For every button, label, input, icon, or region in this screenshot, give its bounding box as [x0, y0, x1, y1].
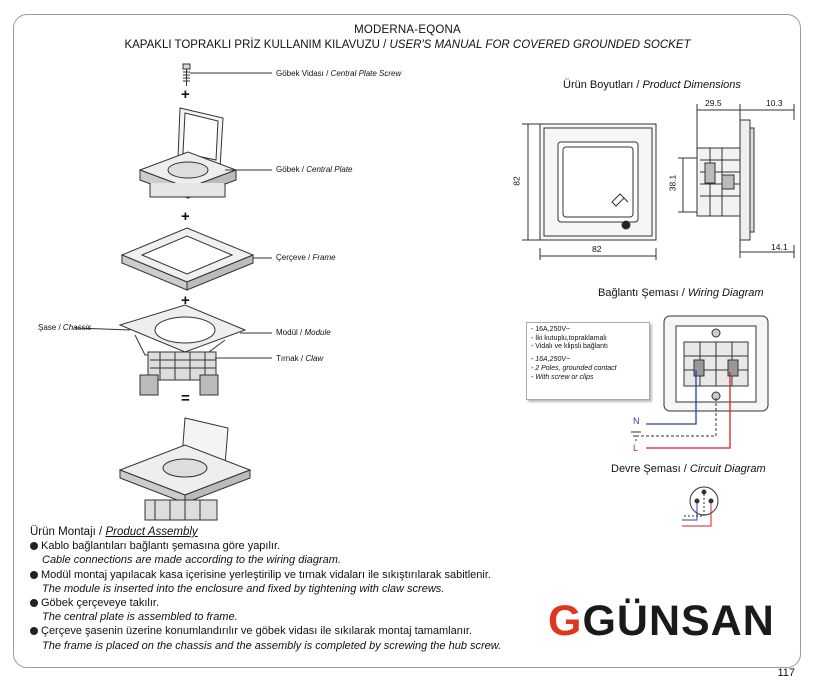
label-chassis: Şase / Chassis	[38, 323, 92, 332]
plus-sign: +	[181, 208, 190, 225]
equals-sign: =	[181, 390, 190, 407]
brand-logo: GGÜNSAN	[548, 597, 775, 645]
label-central-plate-screw: Göbek Vidası / Central Plate Screw	[276, 69, 402, 78]
wire-line-label: L	[633, 443, 639, 453]
dim-height: 82	[511, 176, 522, 186]
dim-depth-a: 29.5	[705, 98, 722, 108]
wire-neutral-label: N	[633, 416, 640, 426]
wiring-title: Bağlantı Şeması / Wiring Diagram	[598, 287, 764, 299]
central-plate-drawing	[138, 107, 272, 199]
dim-width: 82	[592, 244, 602, 254]
dim-depth-b: 10.3	[766, 98, 783, 108]
page-number: 117	[777, 667, 795, 679]
document-subtitle: KAPAKLI TOPRAKLI PRİZ KULLANIM KILAVUZU …	[124, 39, 691, 51]
label-claw: Tırnak / Claw	[276, 354, 324, 363]
step-tr: Kablo bağlantıları bağlantı şemasına gör…	[30, 539, 550, 553]
screw-drawing	[182, 63, 272, 86]
assembly-heading: Ürün Montajı / Product Assembly	[30, 526, 198, 538]
dimension-side-view	[678, 104, 795, 258]
step-tr: Çerçeve şasenin üzerine konumlandırılır …	[30, 624, 550, 638]
circuit-title: Devre Şeması / Circuit Diagram	[611, 463, 766, 475]
dim-front-depth: 14.1	[771, 242, 788, 252]
dimensions-title: Ürün Boyutları / Product Dimensions	[563, 79, 741, 91]
label-central-plate: Göbek / Central Plate	[276, 165, 353, 174]
step-en: The module is inserted into the enclosur…	[42, 582, 445, 595]
spec-box: - 16A,250V~ - İki kutuplu,topraklamalı -…	[526, 322, 650, 400]
plus-sign: +	[181, 86, 190, 103]
step-tr: Göbek çerçeveye takılır.	[30, 596, 550, 610]
wiring-diagram-drawing	[631, 315, 769, 449]
label-module: Modül / Module	[276, 328, 331, 337]
chassis-module-drawing	[74, 304, 272, 396]
plus-sign: +	[181, 292, 190, 309]
dimension-front-view	[522, 123, 657, 260]
document-title: MODERNA-EQONA	[354, 24, 461, 36]
step-tr: Modül montaj yapılacak kasa içerisine ye…	[30, 568, 550, 582]
circuit-diagram-drawing	[682, 486, 719, 527]
assembled-drawing	[118, 417, 252, 521]
step-en: Cable connections are made according to …	[42, 554, 341, 567]
label-frame: Çerçeve / Frame	[276, 253, 336, 262]
page-border	[13, 14, 801, 668]
frame-drawing	[120, 227, 272, 291]
step-en: The central plate is assembled to frame.	[42, 611, 238, 624]
dim-center-height: 38.1	[667, 174, 678, 192]
step-en: The frame is placed on the chassis and t…	[42, 639, 502, 652]
product-assembly-instructions: Ürün Montajı / Product Assembly Kablo ba…	[30, 525, 550, 653]
